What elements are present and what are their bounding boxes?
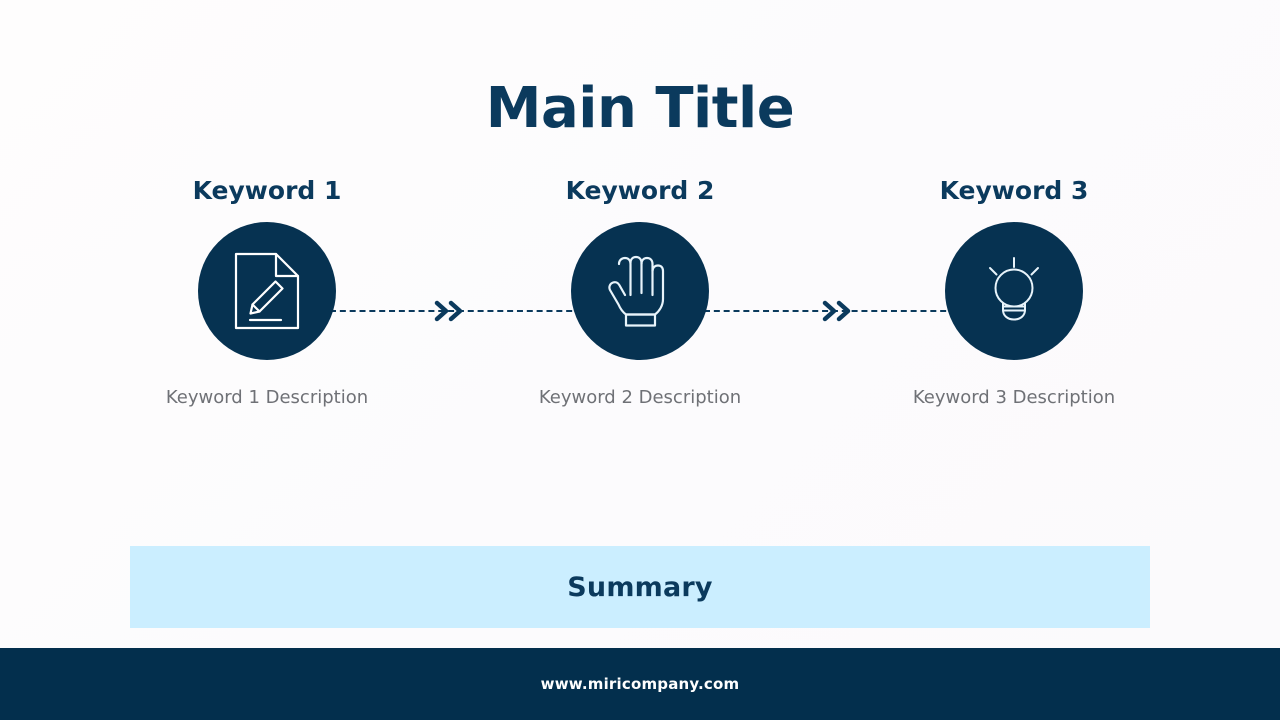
page-title: Main Title: [485, 76, 795, 141]
step-1-circle[interactable]: [198, 222, 336, 360]
connector-2: [704, 299, 956, 323]
double-chevron-right-icon: [432, 299, 466, 327]
step-3-circle[interactable]: [945, 222, 1083, 360]
step-1-icon-wrap: [137, 222, 397, 360]
step-2-circle[interactable]: [571, 222, 709, 360]
process-steps: Keyword 1 Keyword 1 Description: [0, 176, 1280, 426]
connector-1-dashed-line: [330, 310, 582, 312]
step-2-heading: Keyword 2: [565, 176, 715, 205]
process-step-2: Keyword 2 Keyword 2 Description: [510, 176, 770, 409]
footer-bar: www.miricompany.com: [0, 648, 1280, 720]
summary-bar: Summary: [130, 546, 1150, 628]
step-3-icon-wrap: [884, 222, 1144, 360]
step-3-heading: Keyword 3: [939, 176, 1089, 205]
process-step-3: Keyword 3: [884, 176, 1144, 409]
connector-1: [330, 299, 582, 323]
double-chevron-right-icon: [820, 299, 854, 327]
footer-website[interactable]: www.miricompany.com: [540, 675, 740, 693]
connector-2-dashed-line: [704, 310, 956, 312]
step-1-description: Keyword 1 Description: [165, 387, 369, 408]
step-3-description: Keyword 3 Description: [912, 387, 1116, 408]
lightbulb-icon: [976, 253, 1052, 329]
document-pencil-icon: [229, 251, 305, 331]
summary-label: Summary: [567, 571, 713, 603]
step-2-description: Keyword 2 Description: [538, 387, 742, 408]
open-hand-icon: [605, 251, 675, 331]
process-step-1: Keyword 1 Keyword 1 Description: [137, 176, 397, 409]
step-1-heading: Keyword 1: [192, 176, 342, 205]
step-2-icon-wrap: [510, 222, 770, 360]
